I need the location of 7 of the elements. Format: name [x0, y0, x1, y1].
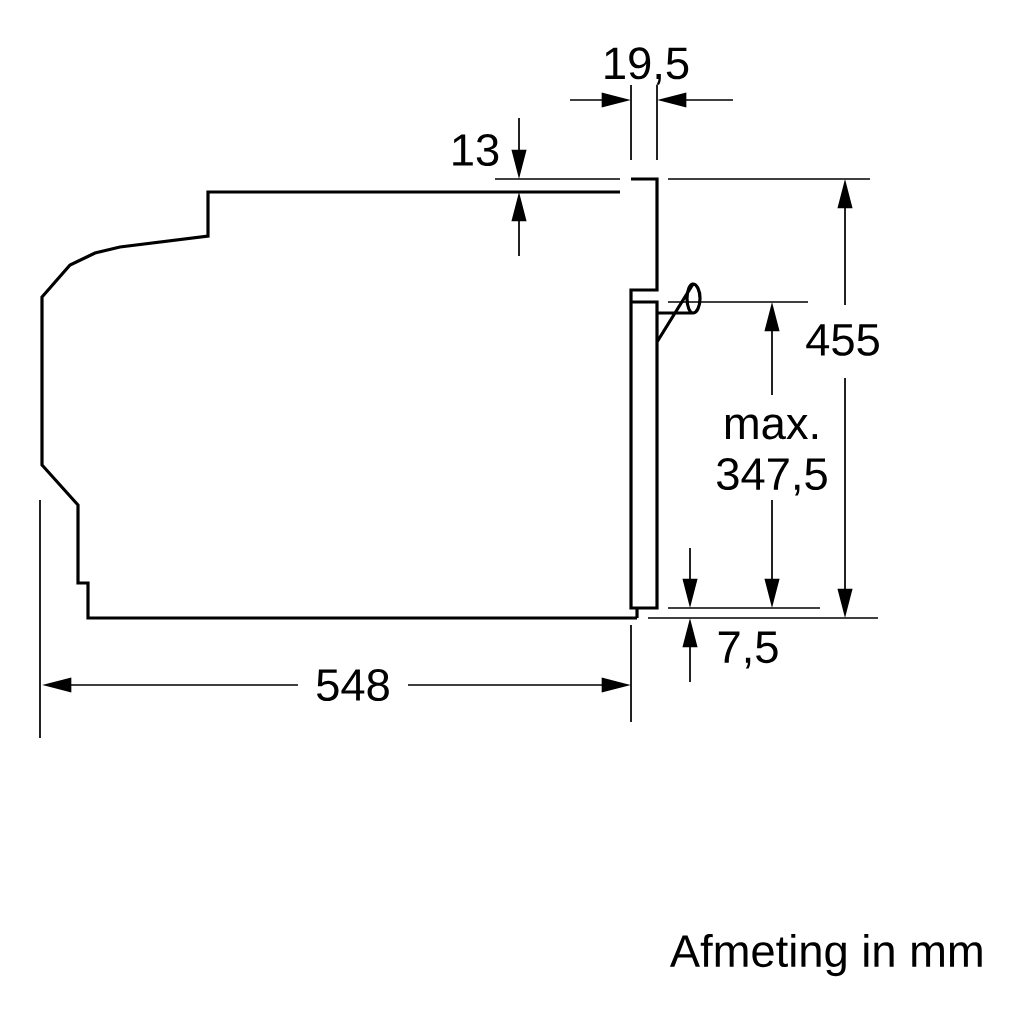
dimension-label: 19,5 [605, 47, 689, 85]
dimension-label: 455 [806, 324, 879, 356]
dimension-label: 548 [317, 668, 389, 702]
dimension-label: 7,5 [718, 631, 778, 669]
caption: Afmeting in mm [669, 933, 982, 977]
dimension-label: max. 347,5 [717, 414, 827, 496]
dimension-label: 13 [453, 133, 499, 167]
